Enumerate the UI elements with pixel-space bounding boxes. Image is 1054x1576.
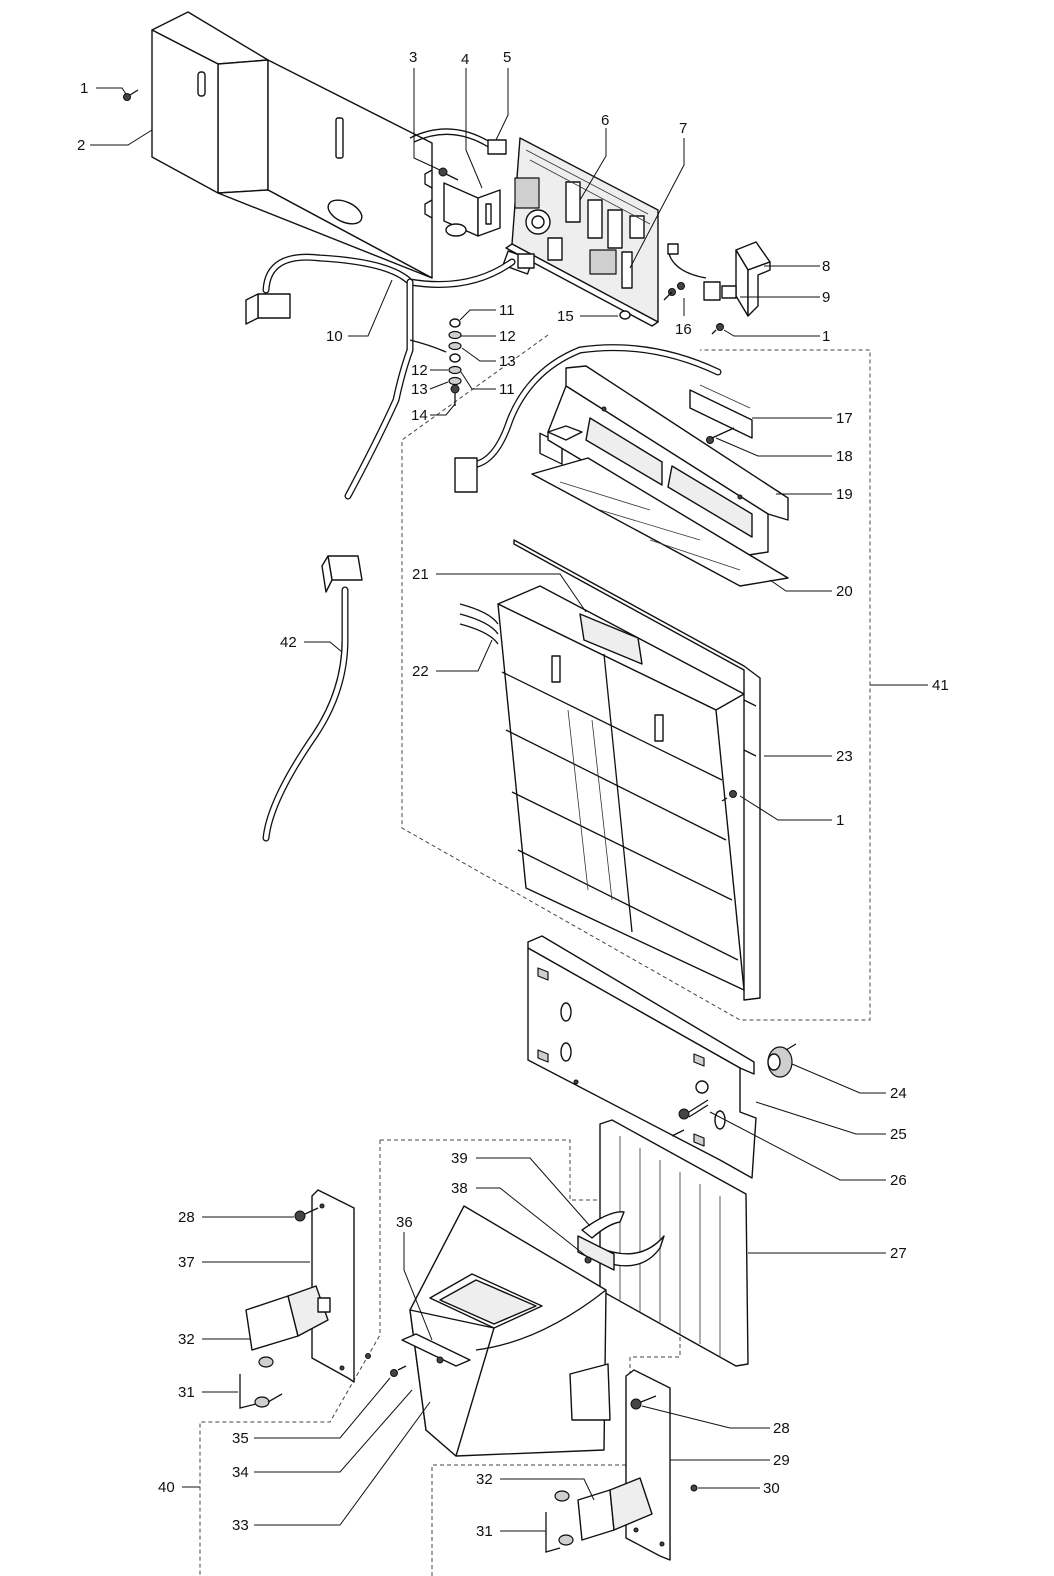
callout-22: 22: [412, 663, 429, 680]
callout-27: 27: [890, 1245, 907, 1262]
part-10-wire-harness: [245, 253, 535, 500]
callout-10: 10: [326, 328, 343, 345]
part-2-top-cover: [151, 11, 433, 279]
callout-36: 36: [396, 1214, 413, 1231]
callout-26: 26: [890, 1172, 907, 1189]
callout-8: 8: [822, 258, 830, 275]
part-25-mounting-plate: [527, 935, 757, 1179]
part-1-screw-panel: [721, 790, 737, 802]
part-4-bracket: [443, 182, 501, 237]
part-16-screws: [663, 282, 685, 301]
callout-1-upper-right: 1: [822, 328, 830, 345]
part-31-spring-left: [239, 1356, 283, 1409]
callout-41: 41: [932, 677, 949, 694]
callout-42: 42: [280, 634, 297, 651]
callout-28-left: 28: [178, 1209, 195, 1226]
part-17-display-cable: [454, 344, 753, 493]
callout-14: 14: [411, 407, 428, 424]
part-1-screw-upper-right: [711, 323, 724, 335]
callout-labels: 1 2 3 4 5 6 7 8 9 1 10 11 12 13 12 13 11…: [77, 49, 949, 1540]
callout-1-panel: 1: [836, 812, 844, 829]
part-23-rear-frame: [513, 539, 761, 1001]
callout-17: 17: [836, 410, 853, 427]
part-28-bolt-right: [630, 1395, 657, 1410]
part-28-bolt-left: [294, 1207, 319, 1222]
callout-12-lower: 12: [411, 362, 428, 379]
callout-20: 20: [836, 583, 853, 600]
callout-9: 9: [822, 289, 830, 306]
part-32-hinge-left: [245, 1285, 331, 1351]
part-9-connector: [667, 243, 737, 301]
callout-12-upper: 12: [499, 328, 516, 345]
callout-6: 6: [601, 112, 609, 129]
callout-13-lower: 13: [411, 381, 428, 398]
part-26-bolt: [671, 1099, 709, 1137]
callout-38: 38: [451, 1180, 468, 1197]
callout-15: 15: [557, 308, 574, 325]
callout-25: 25: [890, 1126, 907, 1143]
part-3-screw: [438, 167, 459, 181]
callout-19: 19: [836, 486, 853, 503]
callout-21: 21: [412, 566, 429, 583]
part-5-connector: [409, 128, 507, 155]
part-42-cable: [262, 555, 363, 842]
callout-32-right: 32: [476, 1471, 493, 1488]
callout-5: 5: [503, 49, 511, 66]
callout-29: 29: [773, 1452, 790, 1469]
part-32-hinge-right: [577, 1477, 653, 1541]
callout-1-top-left: 1: [80, 80, 88, 97]
part-31-spring-right: [545, 1490, 574, 1553]
part-30-screw-left: [365, 1353, 371, 1359]
callout-3: 3: [409, 49, 417, 66]
callout-4: 4: [461, 51, 469, 68]
part-19-display-frame: [547, 365, 789, 557]
part-24-knob: [767, 1043, 797, 1078]
leader-lines: [90, 68, 928, 1532]
callout-13-upper: 13: [499, 353, 516, 370]
part-21-window: [579, 613, 643, 665]
callout-23: 23: [836, 748, 853, 765]
callout-34: 34: [232, 1464, 249, 1481]
callout-28-right: 28: [773, 1420, 790, 1437]
callout-11-lower: 11: [499, 381, 515, 398]
part-35-screw: [390, 1365, 407, 1377]
callout-31-left: 31: [178, 1384, 195, 1401]
part-15-standoff: [619, 310, 631, 320]
assembly-40-boundary: [199, 1139, 681, 1576]
part-1-screw-top-left: [123, 89, 139, 101]
callout-18: 18: [836, 448, 853, 465]
part-8-clip: [735, 241, 771, 317]
part-6-control-board: [502, 137, 659, 465]
callout-11-upper: 11: [499, 302, 515, 319]
callout-30: 30: [763, 1480, 780, 1497]
callout-16: 16: [675, 321, 692, 338]
part-20-display-lens: [531, 457, 789, 587]
callout-31-right: 31: [476, 1523, 493, 1540]
callout-32-left: 32: [178, 1331, 195, 1348]
callout-37: 37: [178, 1254, 195, 1271]
part-38-screw: [584, 1256, 592, 1264]
part-39-clamp: [577, 1211, 665, 1271]
callout-24: 24: [890, 1085, 907, 1102]
fastener-stack-11-14: [448, 318, 462, 406]
callout-40: 40: [158, 1479, 175, 1496]
part-36-bracket: [401, 1333, 471, 1367]
callout-2: 2: [77, 137, 85, 154]
callout-7: 7: [679, 120, 687, 137]
callout-33: 33: [232, 1517, 249, 1534]
part-18-screw: [706, 427, 735, 444]
part-30-screw-right: [690, 1484, 698, 1492]
callout-39: 39: [451, 1150, 468, 1167]
part-37-hinge-plate-left: [311, 1189, 355, 1383]
callout-35: 35: [232, 1430, 249, 1447]
